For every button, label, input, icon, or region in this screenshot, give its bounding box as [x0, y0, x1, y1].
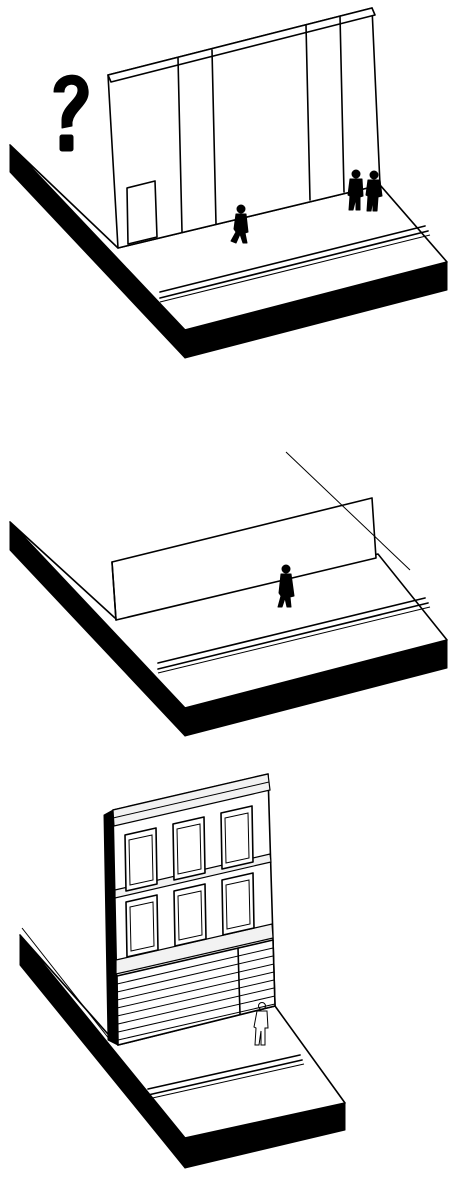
window: [173, 817, 205, 880]
panel-blank-wall: [0, 0, 449, 370]
window: [222, 873, 254, 935]
blank-wall-illustration: [0, 0, 449, 370]
building-illustration: [0, 760, 449, 1178]
panel-building-facade: [0, 760, 449, 1178]
door: [127, 181, 157, 244]
question-mark-icon: [54, 75, 88, 151]
window: [174, 884, 206, 946]
window: [125, 828, 157, 891]
window: [221, 806, 253, 869]
window: [126, 895, 158, 957]
panel-thin-wall: [0, 430, 449, 740]
thin-wall-illustration: [0, 430, 449, 740]
